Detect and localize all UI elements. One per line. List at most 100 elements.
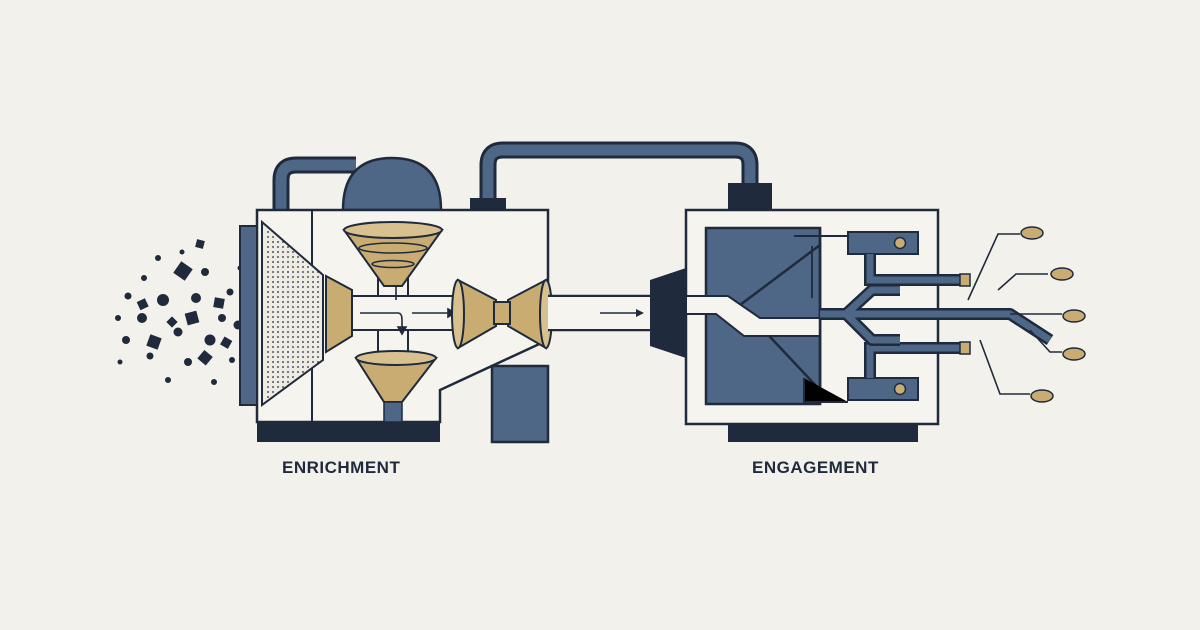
filter-dot	[307, 326, 309, 328]
filter-dot	[277, 246, 279, 248]
filter-dot	[307, 276, 309, 278]
filter-dot	[267, 271, 269, 273]
filter-dot	[282, 241, 284, 243]
filter-dot	[297, 311, 299, 313]
filter-dot	[267, 301, 269, 303]
filter-dot	[292, 361, 294, 363]
filter-dot	[287, 261, 289, 263]
filter-dot	[297, 296, 299, 298]
filter-dot	[272, 361, 274, 363]
filter-dot	[297, 261, 299, 263]
filter-dot	[317, 361, 319, 363]
filter-dot	[277, 351, 279, 353]
filter-dot	[287, 376, 289, 378]
filter-dot	[282, 376, 284, 378]
filter-dot	[282, 331, 284, 333]
filter-dot	[277, 291, 279, 293]
filter-dot	[302, 366, 304, 368]
filter-dot	[287, 361, 289, 363]
filter-dot	[272, 291, 274, 293]
filter-dot	[302, 331, 304, 333]
filter-dot	[302, 361, 304, 363]
filter-dot	[312, 331, 314, 333]
filter-dot	[302, 316, 304, 318]
bottom-piston	[847, 341, 971, 401]
filter-dot	[277, 251, 279, 253]
filter-dot	[302, 291, 304, 293]
filter-dot	[282, 301, 284, 303]
filter-dot	[307, 271, 309, 273]
filter-dot	[272, 391, 274, 393]
filter-dot	[297, 276, 299, 278]
filter-dot	[267, 251, 269, 253]
filter-dot	[277, 261, 279, 263]
filter-dot	[267, 371, 269, 373]
top-connector-pipe	[479, 141, 759, 200]
filter-dot	[287, 321, 289, 323]
filter-dot	[317, 271, 319, 273]
filter-dot	[267, 291, 269, 293]
filter-dot	[307, 316, 309, 318]
filter-dot	[272, 301, 274, 303]
filter-dot	[267, 231, 269, 233]
output-tip-4	[1062, 347, 1086, 361]
top-piston	[847, 231, 971, 287]
filter-dot	[277, 306, 279, 308]
filter-dot	[292, 321, 294, 323]
filter-dot	[317, 321, 319, 323]
filter-dot	[282, 361, 284, 363]
filter-dot	[292, 301, 294, 303]
filter-dot	[302, 346, 304, 348]
filter-dot	[307, 286, 309, 288]
filter-dot	[287, 371, 289, 373]
filter-dot	[287, 316, 289, 318]
filter-dot	[287, 296, 289, 298]
filter-dot	[287, 326, 289, 328]
filter-dot	[272, 296, 274, 298]
filter-dot	[287, 281, 289, 283]
filter-dot	[307, 336, 309, 338]
output-manifold	[820, 284, 1054, 346]
enrichment-label: ENRICHMENT	[282, 458, 401, 477]
filter-dot	[317, 331, 319, 333]
filter-dot	[277, 271, 279, 273]
filter-dot	[277, 296, 279, 298]
filter-dot	[282, 281, 284, 283]
output-tip-2	[1050, 267, 1074, 281]
filter-dot	[282, 381, 284, 383]
filter-dot	[287, 306, 289, 308]
filter-dot	[267, 306, 269, 308]
filter-dot	[302, 326, 304, 328]
filter-dot	[292, 291, 294, 293]
enrichment-dome	[341, 156, 443, 212]
filter-dot	[272, 266, 274, 268]
filter-dot	[272, 251, 274, 253]
filter-dot	[282, 246, 284, 248]
filter-dot	[317, 351, 319, 353]
output-tip-5	[1030, 389, 1054, 403]
filter-dot	[277, 241, 279, 243]
filter-dot	[302, 261, 304, 263]
filter-dot	[302, 301, 304, 303]
filter-dot	[292, 316, 294, 318]
filter-dot	[302, 321, 304, 323]
filter-dot	[272, 346, 274, 348]
filter-dot	[282, 336, 284, 338]
filter-dot	[267, 256, 269, 258]
filter-dot	[282, 321, 284, 323]
filter-dot	[267, 316, 269, 318]
filter-dot	[312, 311, 314, 313]
filter-dot	[307, 281, 309, 283]
filter-dot	[292, 306, 294, 308]
filter-dot	[307, 306, 309, 308]
filter-dot	[287, 351, 289, 353]
filter-dot	[287, 256, 289, 258]
filter-dot	[272, 341, 274, 343]
filter-dot	[307, 266, 309, 268]
filter-dot	[292, 341, 294, 343]
filter-dot	[277, 336, 279, 338]
filter-dot	[292, 281, 294, 283]
filter-dot	[312, 276, 314, 278]
filter-dot	[292, 251, 294, 253]
